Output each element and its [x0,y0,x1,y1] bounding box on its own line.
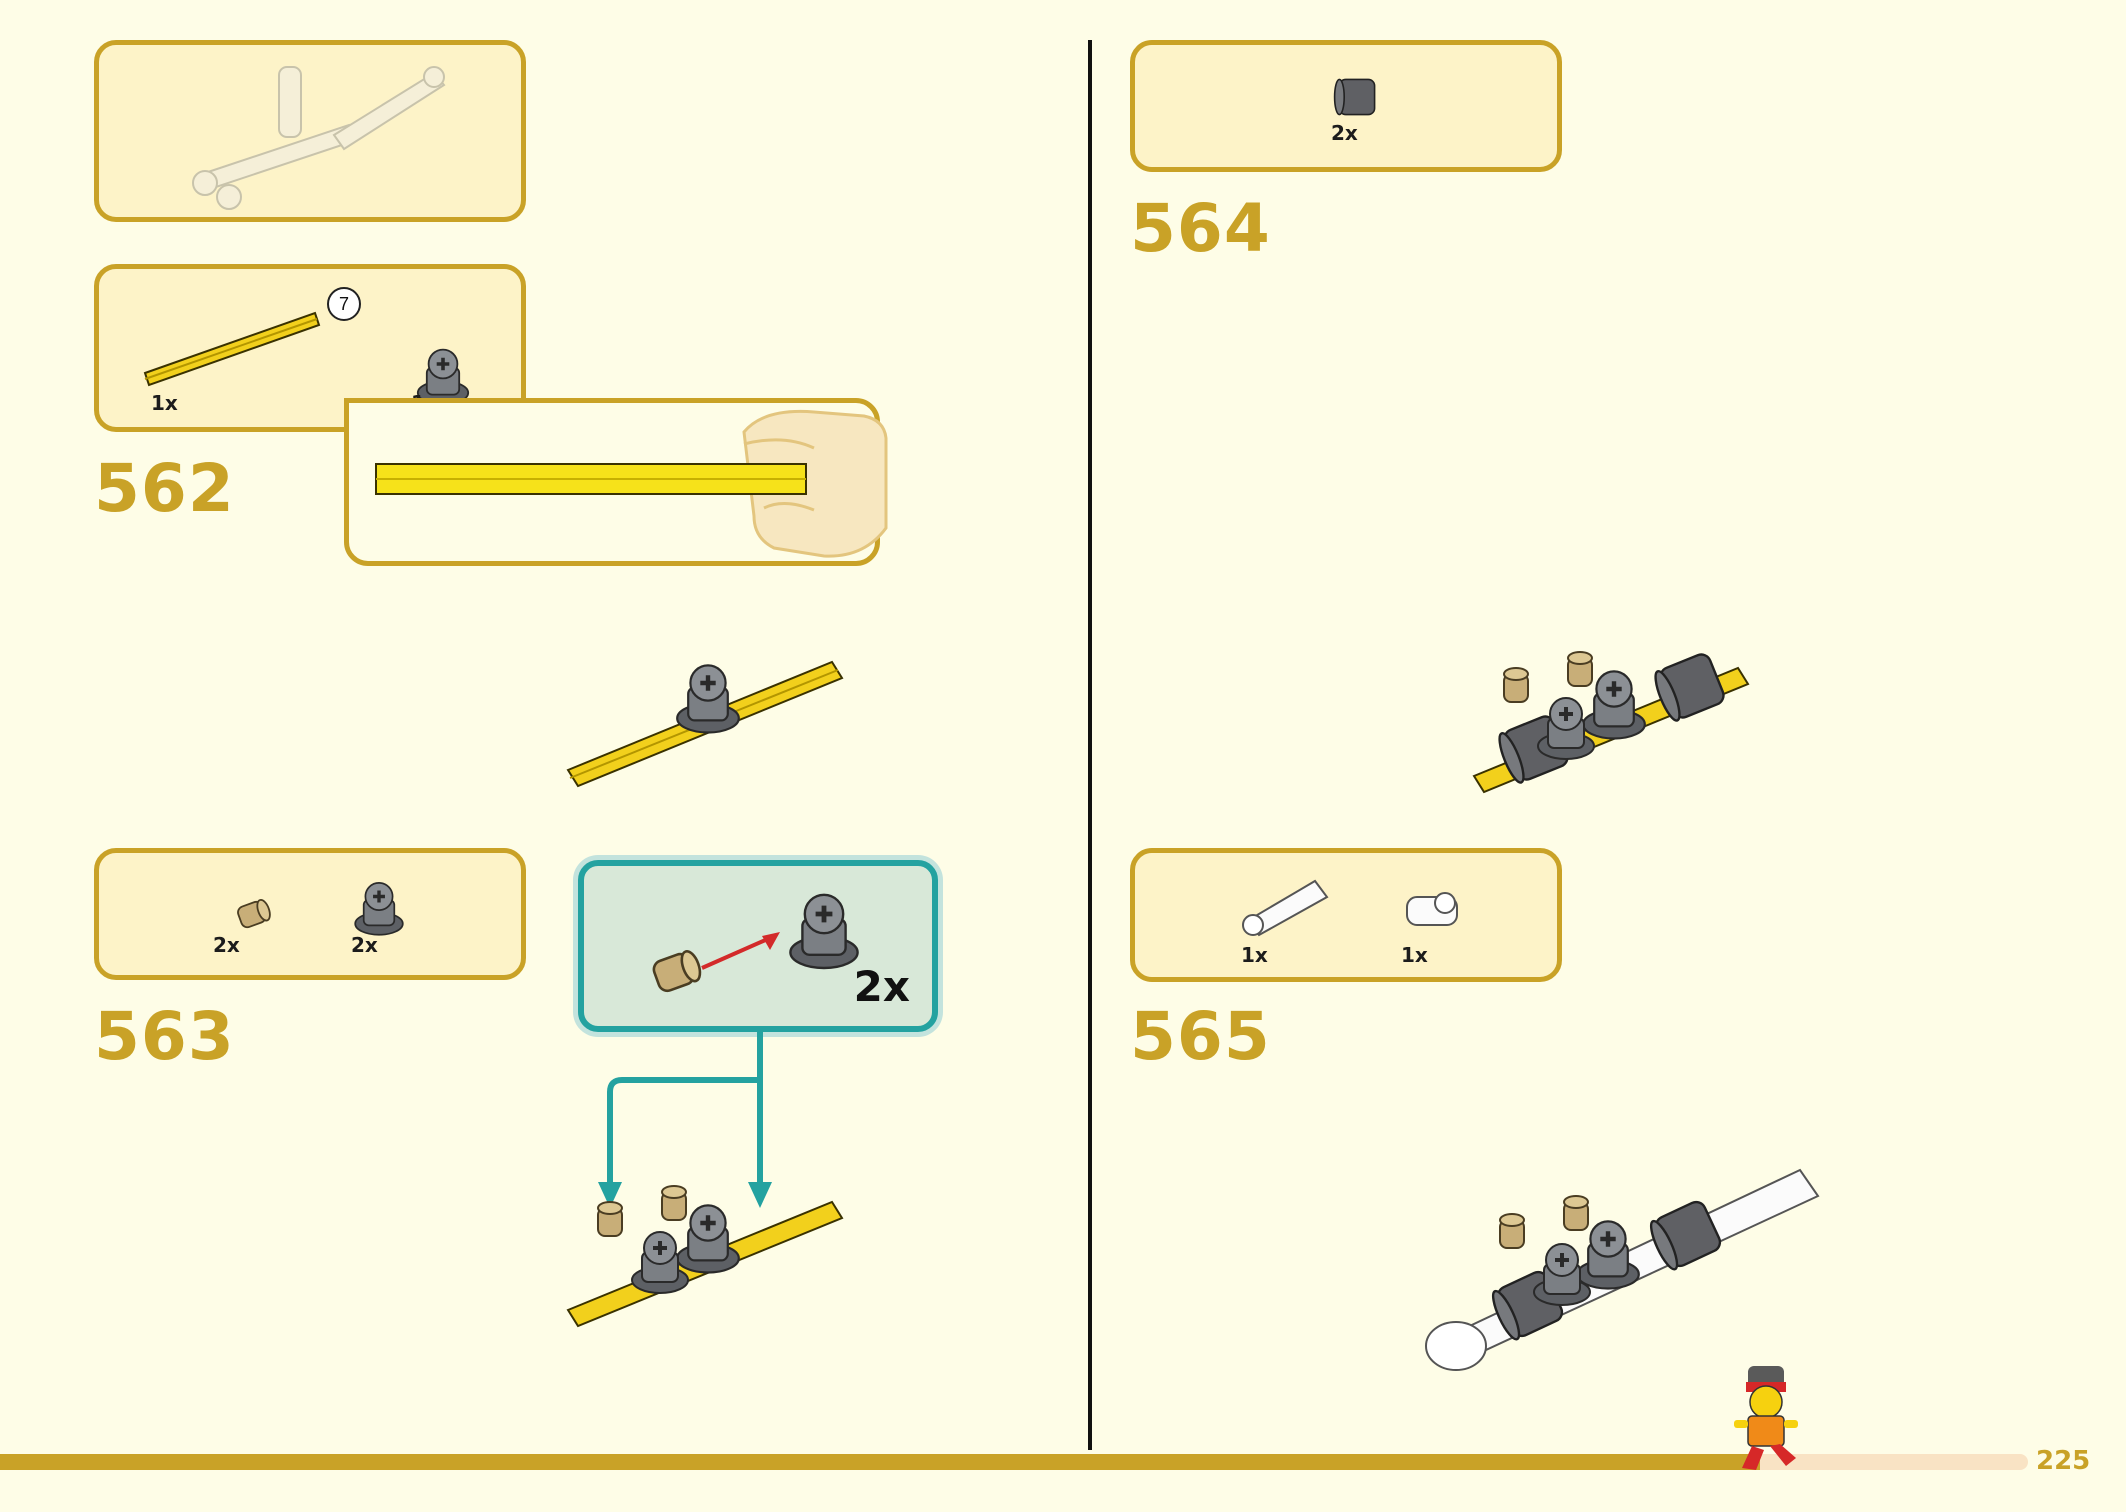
part-qty: 1x [151,391,178,415]
pin-insert-illustration [650,866,932,995]
minifigure-mascot [1734,1366,1798,1470]
assembly-565-result [1425,1168,1820,1371]
page-divider [1088,40,1092,1450]
step-563-parts-panel: 2x 2x [94,848,526,980]
callout-quantity: 2x [853,962,910,1011]
step-number-562: 562 [94,450,235,527]
white-pin-connector-icon [1406,892,1458,926]
assembly-564-result [1472,650,1750,794]
subassembly-preview-image [192,66,446,210]
axle-insert-callout [344,398,888,566]
part-qty: 2x [213,933,240,957]
page-number: 225 [2036,1446,2091,1476]
part-qty: 2x [351,933,378,957]
step-562-parts-panel: 7 1x 1x [94,264,526,432]
step-565-parts-panel: 1x 1x [1130,848,1562,982]
part-qty: 2x [1331,121,1358,145]
axle-insert-illustration [375,409,888,558]
subassembly-preview-panel [94,40,526,222]
axle-length-badge: 7 [327,287,361,321]
tan-axle-pin-icon [235,897,274,930]
callout-arrows [598,1032,772,1208]
dark-gray-bush-icon [1333,78,1376,116]
step-564-parts-panel: 2x [1130,40,1562,172]
page-progress-bar [0,1454,1760,1470]
part-qty: 1x [1241,943,1268,967]
step-number-564: 564 [1130,190,1271,267]
part-qty: 1x [1401,943,1428,967]
assembly-562-result [566,660,844,788]
pin-insert-callout: 2x [578,860,938,1032]
assembly-563-result [566,1185,844,1328]
white-angled-connector-icon [1242,879,1329,937]
yellow-axle-icon [143,311,321,387]
step-number-565: 565 [1130,998,1271,1075]
page-progress-track [1760,1454,2028,1470]
step-number-563: 563 [94,998,235,1075]
